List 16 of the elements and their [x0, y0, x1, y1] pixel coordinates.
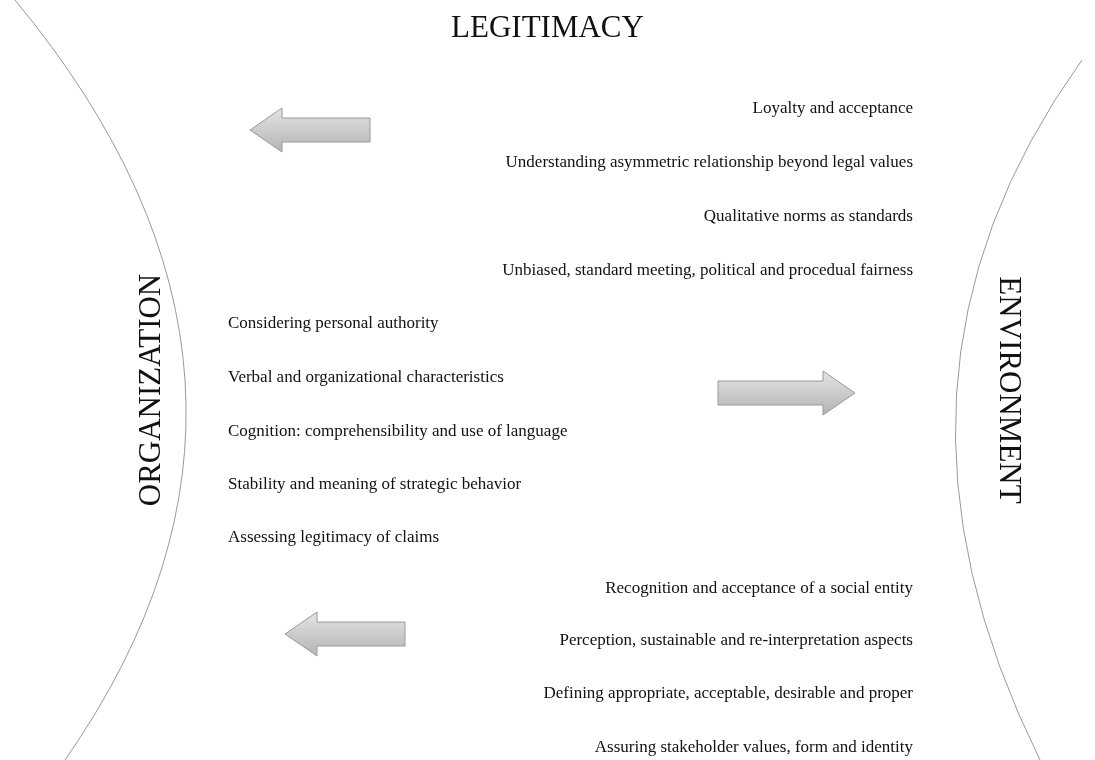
statement-text: Assessing legitimacy of claims [228, 527, 440, 547]
statement-text: Qualitative norms as standards [703, 206, 913, 226]
statement-text: Stability and meaning of strategic behavior [228, 474, 522, 494]
statement-text: Perception, sustainable and re-interpretation aspects [559, 630, 913, 650]
statement-text: Loyalty and acceptance [752, 98, 913, 118]
statement-text: Recognition and acceptance of a social entity [605, 578, 913, 598]
statement-text: Understanding asymmetric relationship beyond legal values [505, 152, 913, 172]
statement-text: Verbal and organizational characteristics [228, 367, 504, 387]
statement-text: Considering personal authority [228, 313, 439, 333]
statement-text: Cognition: comprehensibility and use of language [228, 421, 568, 441]
statement-text: Defining appropriate, acceptable, desirable and proper [543, 683, 913, 703]
side-label: ORGANIZATION [133, 273, 167, 507]
statement-text: Assuring stakeholder values, form and identity [594, 737, 913, 757]
side-label: ENVIRONMENT [993, 276, 1027, 504]
statement-text: Unbiased, standard meeting, political and procedual fairness [502, 260, 913, 280]
title: LEGITIMACY [450, 10, 645, 44]
